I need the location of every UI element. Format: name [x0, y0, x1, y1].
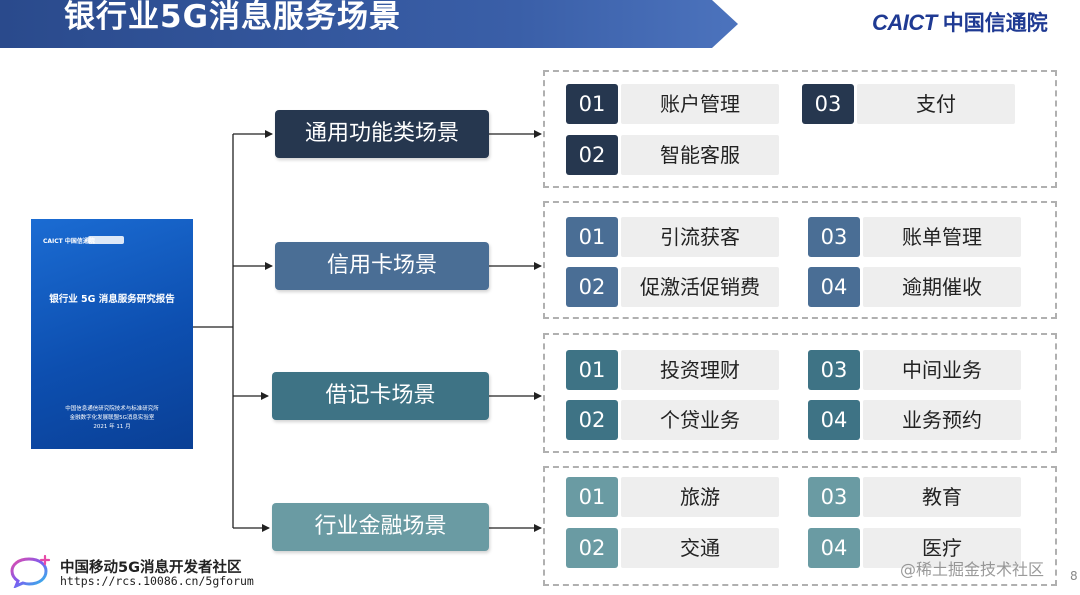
item-number: 02 [566, 267, 618, 307]
cover-logo-text: CAICT 中国信通院 [43, 238, 95, 245]
footer-community-name: 中国移动5G消息开发者社区 [60, 560, 242, 576]
cover-footer-line: 中国信息通信研究院技术与标准研究所 [65, 406, 159, 412]
page-title: 银行业5G消息服务场景 [64, 0, 402, 35]
scenario-item: 投资理财 [621, 350, 779, 390]
group-industry-finance [543, 466, 1057, 586]
scenario-item: 业务预约 [863, 400, 1021, 440]
item-number: 04 [808, 400, 860, 440]
title-banner [0, 0, 738, 48]
scenario-item: 交通 [621, 528, 779, 568]
scenario-item: 教育 [863, 477, 1021, 517]
watermark: @稀土掘金技术社区 [900, 560, 1045, 579]
report-cover [31, 219, 193, 449]
item-number: 03 [808, 477, 860, 517]
item-number: 02 [566, 135, 618, 175]
logo-latin: CAICT [872, 10, 937, 35]
scenario-item: 支付 [857, 84, 1015, 124]
item-number: 01 [566, 477, 618, 517]
scenario-item: 逾期催收 [863, 267, 1021, 307]
scenario-item: 旅游 [621, 477, 779, 517]
scenario-item: 账户管理 [621, 84, 779, 124]
scenario-item: 引流获客 [621, 217, 779, 257]
logo-chinese: 中国信通院 [942, 11, 1048, 35]
item-number: 03 [808, 350, 860, 390]
cover-title: 银行业 5G 消息服务研究报告 [49, 294, 175, 305]
item-number: 01 [566, 84, 618, 124]
category-credit-card: 信用卡场景 [275, 242, 489, 290]
scenario-item: 促激活促销费 [621, 267, 779, 307]
scenario-item: 医疗 [863, 528, 1021, 568]
category-industry-finance: 行业金融场景 [272, 503, 489, 551]
group-general [543, 70, 1057, 188]
item-number: 04 [808, 267, 860, 307]
footer-url[interactable]: https://rcs.10086.cn/5gforum [60, 574, 254, 588]
cover-footer: 中国信息通信研究院技术与标准研究所 金融数字化发展联盟5G消息实验室 2021 … [31, 405, 193, 432]
group-credit-card [543, 201, 1057, 319]
category-debit-card: 借记卡场景 [272, 372, 489, 420]
scenario-item: 个贷业务 [621, 400, 779, 440]
item-number: 02 [566, 528, 618, 568]
category-general: 通用功能类场景 [275, 110, 489, 158]
chat-bubble-icon [10, 554, 51, 588]
cover-footer-line: 2021 年 11 月 [93, 424, 131, 430]
item-number: 03 [808, 217, 860, 257]
item-number: 03 [802, 84, 854, 124]
item-number: 01 [566, 350, 618, 390]
scenario-item: 中间业务 [863, 350, 1021, 390]
item-number: 01 [566, 217, 618, 257]
item-number: 02 [566, 400, 618, 440]
page-number: 8 [1070, 569, 1078, 583]
scenario-item: 账单管理 [863, 217, 1021, 257]
cover-footer-line: 金融数字化发展联盟5G消息实验室 [69, 415, 155, 421]
item-number: 04 [808, 528, 860, 568]
scenario-item: 智能客服 [621, 135, 779, 175]
cover-partner-logo [88, 236, 124, 244]
group-debit-card [543, 333, 1057, 453]
